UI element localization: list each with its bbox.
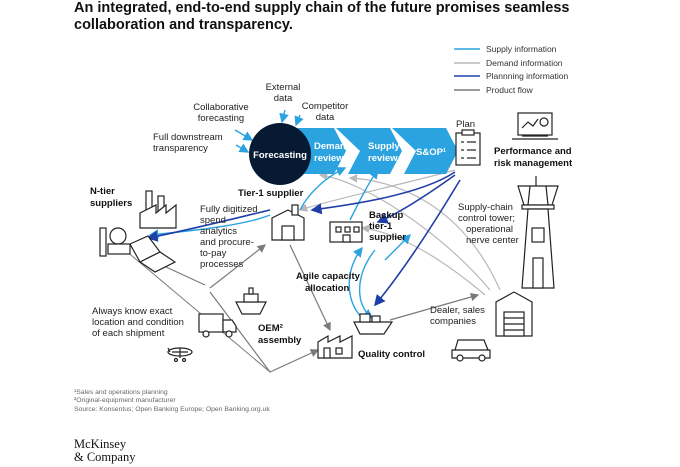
digitized-line5: to-pay xyxy=(200,248,227,259)
control-tower-line3: operational xyxy=(466,224,513,235)
car-icon xyxy=(451,339,491,362)
collab-forecasting-line1: Collaborative xyxy=(193,102,248,113)
forecasting-node xyxy=(249,123,311,185)
chart-title: An integrated, end-to-end supply chain o… xyxy=(74,0,570,33)
warehouse-icon xyxy=(495,291,533,337)
supply-review-line2: review xyxy=(368,153,398,164)
legend: Supply information Demand information Pl… xyxy=(454,44,568,95)
shipment-line3: of each shipment xyxy=(92,328,165,339)
backup-line2: tier-1 xyxy=(369,221,393,232)
downstream-line2: transparency xyxy=(153,143,208,154)
control-tower-line2: control tower; xyxy=(458,213,515,224)
digitized-line3: analytics xyxy=(200,226,237,237)
demand-review-line1: Demand xyxy=(314,141,352,152)
ship-icon xyxy=(235,287,267,315)
digitized-line1: Fully digitized xyxy=(200,204,258,215)
supply-info-arrows xyxy=(148,109,411,319)
footnotes: ¹Sales and operations planning ²Original… xyxy=(74,389,270,414)
competitor-data-line1: Competitor xyxy=(302,101,348,112)
control-tower-icon xyxy=(517,176,559,289)
source-note: Source: Konsentus; Open Banking Europe; … xyxy=(74,405,270,413)
refinery-icon xyxy=(99,227,177,273)
dealer-line2: companies xyxy=(430,316,476,327)
backup-line3: supplier xyxy=(369,232,406,243)
oem-factory-icon xyxy=(317,334,353,359)
factory-icon xyxy=(139,190,177,229)
tier1-building-icon xyxy=(271,204,305,241)
plan-label: Plan xyxy=(456,119,475,130)
shipment-line2: location and condition xyxy=(92,317,184,328)
tier1-label: Tier-1 supplier xyxy=(238,188,304,199)
legend-label-planning: Plannning information xyxy=(486,71,568,81)
sop-label: S&OP¹ xyxy=(416,147,446,158)
performance-dashboard-icon xyxy=(512,112,558,140)
performance-line2: risk management xyxy=(494,158,573,169)
footnote-oem: ²Original-equipment manufacturer xyxy=(74,397,176,405)
footnote-sop: ¹Sales and operations planning xyxy=(74,389,168,396)
shipment-line1: Always know exact xyxy=(92,306,173,317)
ntier-line2: suppliers xyxy=(90,198,132,209)
oem-line1: OEM² xyxy=(258,323,283,334)
quality-label: Quality control xyxy=(358,349,425,360)
agile-line2: allocation xyxy=(305,283,350,294)
external-data-line1: External xyxy=(266,82,301,93)
forecasting-label: Forecasting xyxy=(253,150,307,161)
backup-line1: Backup xyxy=(369,210,404,221)
planning-info-arrows xyxy=(146,171,461,307)
demand-review-line2: review xyxy=(314,153,344,164)
dealer-line1: Dealer, sales xyxy=(430,305,485,316)
quality-ship-icon xyxy=(353,313,394,335)
logo-line2: & Company xyxy=(74,450,136,464)
external-data-line2: data xyxy=(274,93,293,104)
digitized-line4: and procure- xyxy=(200,237,254,248)
digitized-line6: processes xyxy=(200,259,244,270)
digitized-line2: spend xyxy=(200,215,226,226)
backup-supplier-icon xyxy=(329,221,363,243)
supply-review-line1: Supply xyxy=(368,141,400,152)
plan-icon xyxy=(455,129,481,166)
performance-line1: Performance and xyxy=(494,146,572,157)
legend-label-product: Product flow xyxy=(486,85,534,95)
legend-label-supply: Supply information xyxy=(486,44,557,54)
mckinsey-logo: McKinsey & Company xyxy=(74,438,135,464)
legend-label-demand: Demand information xyxy=(486,58,563,68)
airplane-icon xyxy=(167,347,193,363)
logo-line1: McKinsey xyxy=(74,437,127,451)
agile-line1: Agile capacity xyxy=(296,271,361,282)
downstream-line1: Full downstream xyxy=(153,132,223,143)
control-tower-line4: nerve center xyxy=(466,235,519,246)
control-tower-line1: Supply-chain xyxy=(458,202,513,213)
collab-forecasting-line2: forecasting xyxy=(198,113,244,124)
ntier-line1: N-tier xyxy=(90,186,115,197)
forecast-pipeline: Forecasting Demand review Supply review … xyxy=(249,123,458,185)
oem-line2: assembly xyxy=(258,335,302,346)
competitor-data-line2: data xyxy=(316,112,335,123)
truck-icon xyxy=(198,313,237,338)
